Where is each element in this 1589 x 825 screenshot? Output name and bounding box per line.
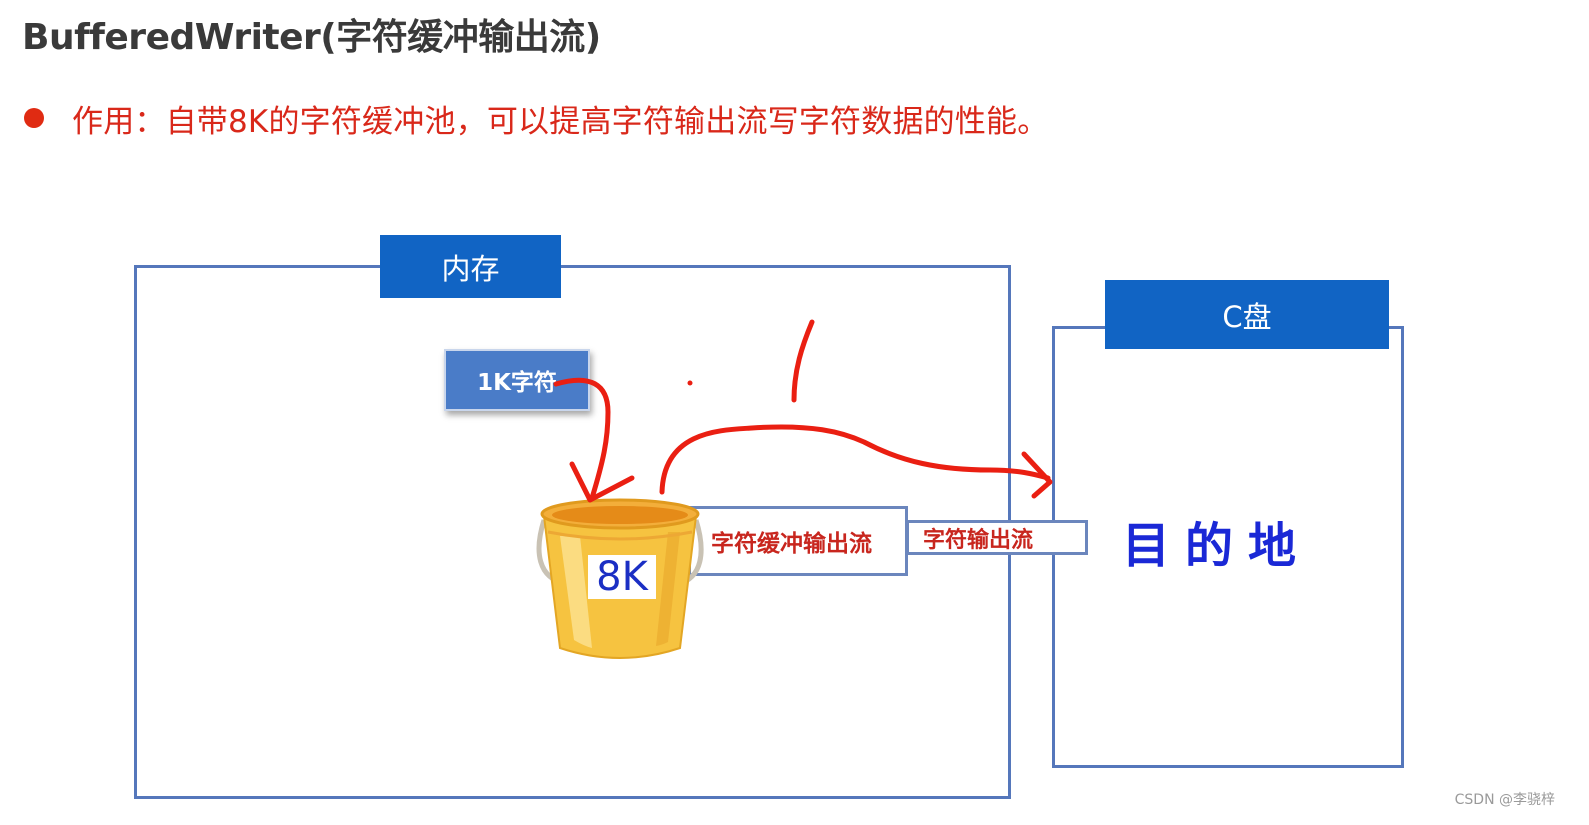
buffer-size-label: 8K	[588, 555, 656, 599]
bullet-dot-icon	[24, 108, 44, 128]
char-stream-box: 字符输出流	[906, 520, 1088, 555]
slide-title: BufferedWriter(字符缓冲输出流)	[22, 17, 601, 58]
disk-label: C盘	[1105, 280, 1389, 349]
bullet-point: 作用：自带8K的字符缓冲池，可以提高字符输出流写字符数据的性能。	[22, 96, 1048, 140]
bullet-text: 作用：自带8K的字符缓冲池，可以提高字符输出流写字符数据的性能。	[72, 103, 1049, 140]
bucket-shade	[656, 532, 680, 646]
destination-label: 目的地	[1122, 518, 1312, 574]
watermark: CSDN @李骁梓	[1454, 792, 1555, 808]
arrow-bucket-to-disk-head	[1021, 451, 1053, 499]
bucket-opening	[552, 506, 688, 524]
memory-label: 内存	[380, 235, 561, 298]
bucket-highlight	[560, 536, 592, 648]
char-chunk-box: 1K字符	[444, 349, 590, 411]
disk-panel	[1052, 326, 1404, 768]
bucket-band	[547, 530, 693, 541]
buffered-stream-box: 字符缓冲输出流	[688, 506, 908, 576]
